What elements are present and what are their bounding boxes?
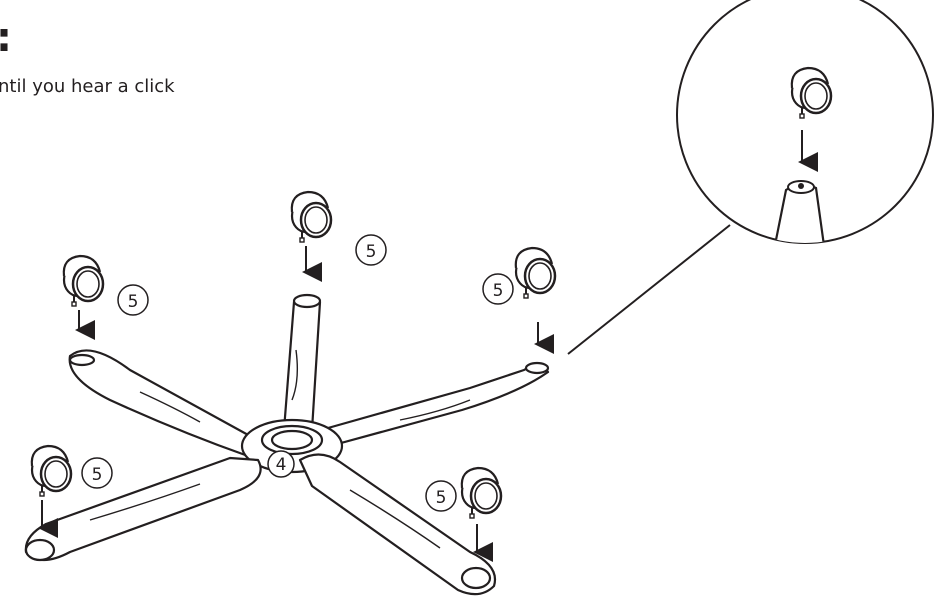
callout-caster-5-back-left: 5: [117, 284, 149, 316]
callout-base-number: 4: [276, 455, 287, 475]
instruction-text: ntil you hear a click: [0, 76, 175, 97]
callout-caster-number: 5: [92, 465, 103, 485]
detail-leader-line: [567, 224, 731, 355]
chair-base: [24, 293, 550, 596]
callout-caster-number: 5: [436, 488, 447, 508]
detail-view-circle: [676, 0, 934, 244]
caster-back-left: [62, 254, 105, 340]
base-leg-back-right: [326, 364, 550, 448]
caster-front-left: [30, 444, 73, 538]
callout-caster-5-front-left: 5: [81, 457, 113, 489]
base-leg-front-right: [298, 453, 497, 596]
base-leg-back-center: [282, 297, 322, 432]
callout-base-4: 4: [267, 450, 295, 478]
callout-caster-number: 5: [366, 242, 377, 262]
caster-front-right: [460, 466, 503, 562]
caster-back-right: [514, 246, 557, 354]
callout-caster-number: 5: [128, 292, 139, 312]
callout-caster-5-center: 5: [355, 234, 387, 266]
callout-caster-5-back-right: 5: [482, 273, 514, 305]
base-leg-back-left: [68, 349, 252, 458]
callout-caster-5-front-right: 5: [425, 480, 457, 512]
caster-back-center: [290, 190, 333, 282]
callout-caster-number: 5: [493, 281, 504, 301]
step-marker: :: [0, 18, 12, 58]
